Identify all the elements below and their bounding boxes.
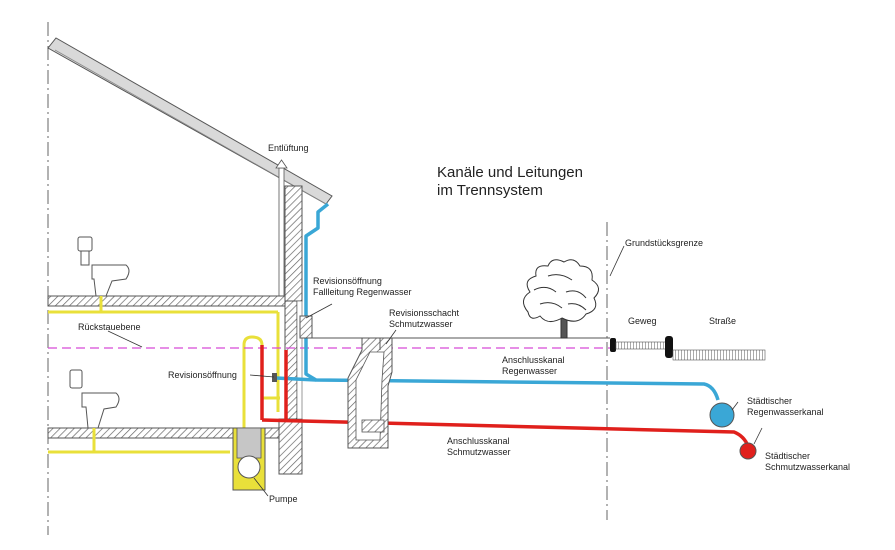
label-city-rainwater-2: Regenwasserkanal bbox=[747, 407, 824, 417]
label-connection-rainwater-2: Regenwasser bbox=[502, 366, 558, 376]
ventilation-pipe bbox=[278, 167, 285, 301]
city-rainwater-sewer-icon bbox=[709, 402, 735, 428]
upper-floor-slab bbox=[47, 295, 286, 307]
foundation-wall bbox=[278, 418, 303, 475]
pump-icon bbox=[237, 455, 261, 479]
revision-opening-marker bbox=[272, 373, 277, 382]
inspection-shaft bbox=[347, 337, 393, 449]
sidewalk-curb bbox=[610, 336, 766, 361]
revision-opening-downpipe bbox=[299, 315, 313, 339]
basement-floor-slab bbox=[47, 427, 234, 439]
rainwater-pipes bbox=[275, 202, 720, 401]
label-street: Straße bbox=[709, 316, 737, 326]
label-inspection-shaft-1: Revisionsschacht bbox=[389, 308, 460, 318]
label-inspection-shaft-2: Schmutzwasser bbox=[389, 319, 453, 329]
city-wastewater-sewer-icon bbox=[739, 442, 757, 460]
diagram-title-line2: im Trennsystem bbox=[437, 182, 543, 199]
diagram-title-line1: Kanäle und Leitungen bbox=[437, 164, 583, 181]
exterior-wall bbox=[284, 185, 303, 302]
toilet-lower-icon bbox=[69, 369, 120, 429]
label-city-wastewater-2: Schmutzwasserkanal bbox=[765, 462, 851, 472]
label-sidewalk: Geweg bbox=[628, 316, 657, 326]
label-city-rainwater-1: Städtischer bbox=[747, 396, 793, 406]
toilet-upper-icon bbox=[77, 236, 130, 297]
label-pump: Pumpe bbox=[269, 494, 298, 504]
label-connection-wastewater-2: Schmutzwasser bbox=[447, 447, 511, 457]
roof bbox=[47, 37, 333, 205]
label-revision-opening: Revisionsöffnung bbox=[168, 370, 237, 380]
tree-icon bbox=[523, 259, 599, 339]
ventilation-arrow-icon bbox=[275, 159, 288, 169]
label-connection-rainwater-1: Anschlusskanal bbox=[502, 355, 565, 365]
label-ventilation: Entlüftung bbox=[268, 143, 309, 153]
label-city-wastewater-1: Städtischer bbox=[765, 451, 811, 461]
label-revision-downpipe-1: Revisionsöffnung bbox=[313, 276, 382, 286]
label-connection-wastewater-1: Anschlusskanal bbox=[447, 436, 510, 446]
lowlevel-pipes bbox=[48, 296, 280, 458]
label-revision-downpipe-2: Fallleitung Regenwasser bbox=[313, 287, 412, 297]
label-backflow-level: Rückstauebene bbox=[78, 322, 141, 332]
label-property-boundary: Grundstücksgrenze bbox=[625, 238, 704, 248]
